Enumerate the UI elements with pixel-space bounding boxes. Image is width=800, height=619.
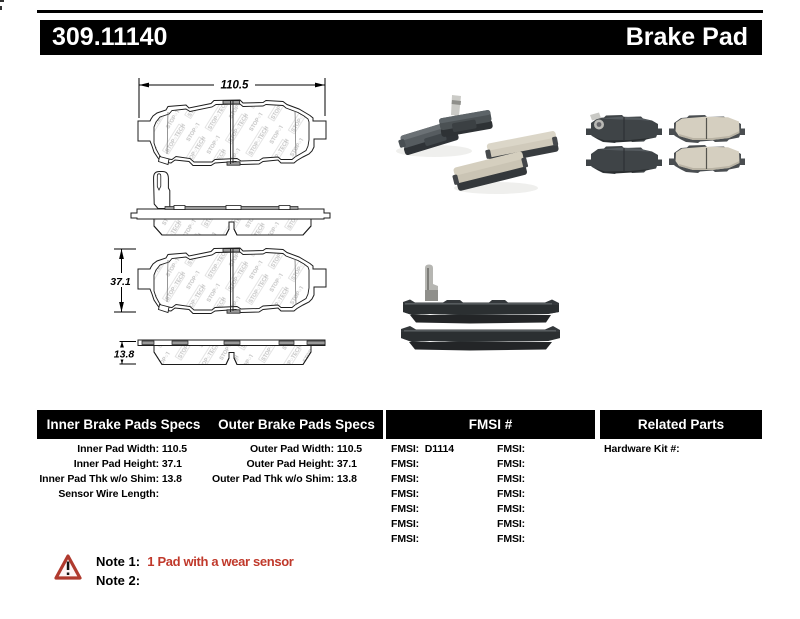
- svg-text:13.8: 13.8: [114, 349, 135, 361]
- svg-text:37.1: 37.1: [110, 276, 131, 288]
- svg-text:110.5: 110.5: [221, 80, 250, 92]
